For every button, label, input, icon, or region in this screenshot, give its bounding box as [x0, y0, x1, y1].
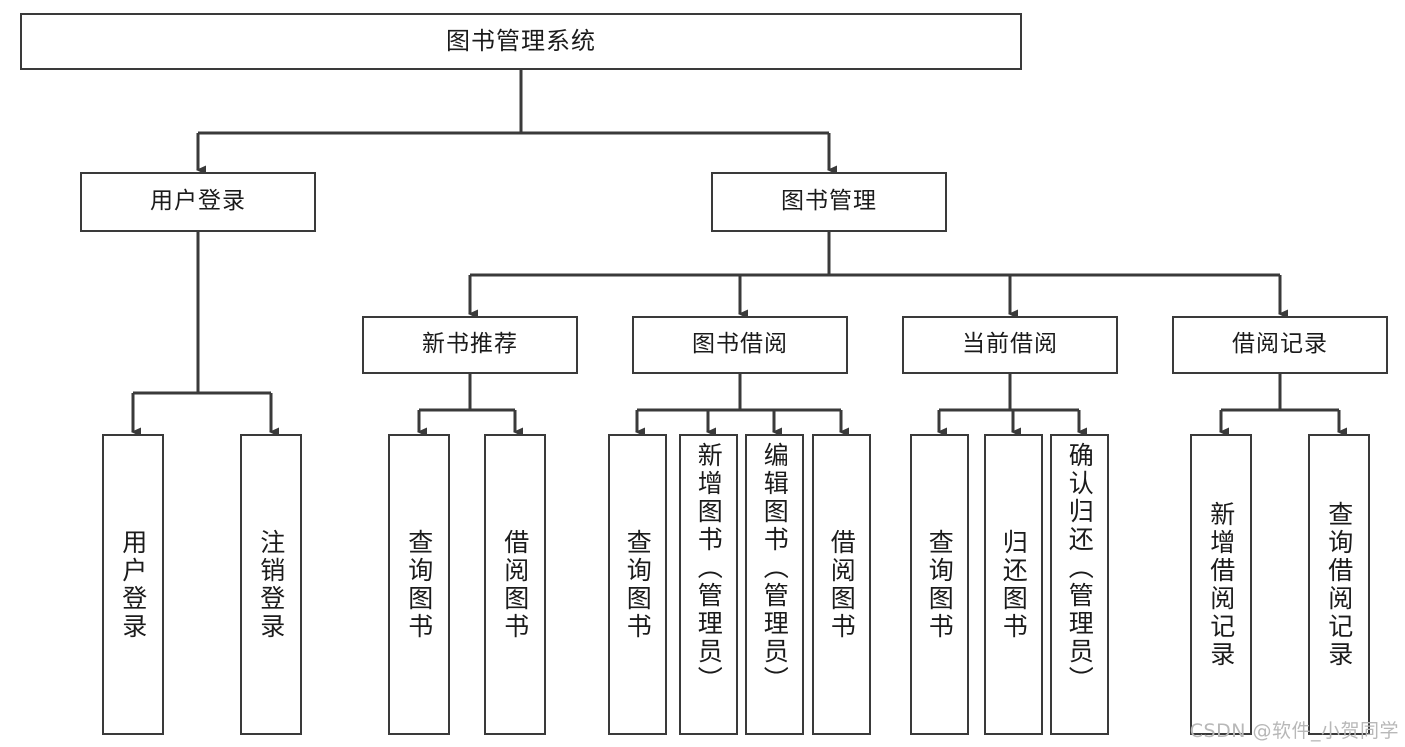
- leaf-node-leaf-user-logout[interactable]: 注销登录: [240, 434, 302, 735]
- leaf-node-leaf-edit-book-admin[interactable]: 编辑图书（管理员）: [745, 434, 804, 735]
- leaf-node-label: 确认归还（管理员）: [1065, 442, 1095, 694]
- root-node-book-management-system[interactable]: 图书管理系统: [20, 13, 1022, 70]
- leaf-node-label: 查询图书: [925, 528, 955, 641]
- watermark-text: CSDN @软件_小贺同学: [1189, 720, 1399, 742]
- node-label: 当前借阅: [962, 331, 1058, 358]
- leaf-node-label: 用户登录: [118, 528, 148, 641]
- leaf-node-leaf-borrow-book-2[interactable]: 借阅图书: [812, 434, 871, 735]
- level2-node-current-borrow[interactable]: 当前借阅: [902, 316, 1118, 374]
- leaf-node-label: 借阅图书: [500, 528, 530, 641]
- level1-node-user-login[interactable]: 用户登录: [80, 172, 316, 232]
- leaf-node-label: 查询图书: [404, 528, 434, 641]
- leaf-node-label: 查询借阅记录: [1324, 500, 1354, 669]
- leaf-node-label: 借阅图书: [827, 528, 857, 641]
- leaf-node-label: 查询图书: [623, 528, 653, 641]
- node-label: 新书推荐: [422, 331, 518, 358]
- leaf-node-leaf-add-book-admin[interactable]: 新增图书（管理员）: [679, 434, 738, 735]
- leaf-node-leaf-return-book[interactable]: 归还图书: [984, 434, 1043, 735]
- leaf-node-leaf-query-borrow-record[interactable]: 查询借阅记录: [1308, 434, 1370, 735]
- leaf-node-label: 新增图书（管理员）: [694, 442, 724, 694]
- leaf-node-leaf-confirm-return-admin[interactable]: 确认归还（管理员）: [1050, 434, 1109, 735]
- leaf-node-label: 注销登录: [256, 528, 286, 641]
- level2-node-book-borrow[interactable]: 图书借阅: [632, 316, 848, 374]
- node-label: 图书管理: [781, 188, 877, 215]
- leaf-node-label: 新增借阅记录: [1206, 500, 1236, 669]
- node-label: 图书借阅: [692, 331, 788, 358]
- leaf-node-leaf-query-book-1[interactable]: 查询图书: [388, 434, 450, 735]
- node-label: 借阅记录: [1232, 331, 1328, 358]
- root-node-label: 图书管理系统: [446, 27, 596, 56]
- leaf-node-leaf-query-book-3[interactable]: 查询图书: [910, 434, 969, 735]
- node-label: 用户登录: [150, 188, 246, 215]
- leaf-node-label: 编辑图书（管理员）: [760, 442, 790, 694]
- level2-node-new-book-recommend[interactable]: 新书推荐: [362, 316, 578, 374]
- leaf-node-leaf-user-login[interactable]: 用户登录: [102, 434, 164, 735]
- level1-node-book-management[interactable]: 图书管理: [711, 172, 947, 232]
- leaf-node-leaf-add-borrow-record[interactable]: 新增借阅记录: [1190, 434, 1252, 735]
- leaf-node-leaf-borrow-book-1[interactable]: 借阅图书: [484, 434, 546, 735]
- level2-node-borrow-record[interactable]: 借阅记录: [1172, 316, 1388, 374]
- leaf-node-label: 归还图书: [999, 528, 1029, 641]
- leaf-node-leaf-query-book-2[interactable]: 查询图书: [608, 434, 667, 735]
